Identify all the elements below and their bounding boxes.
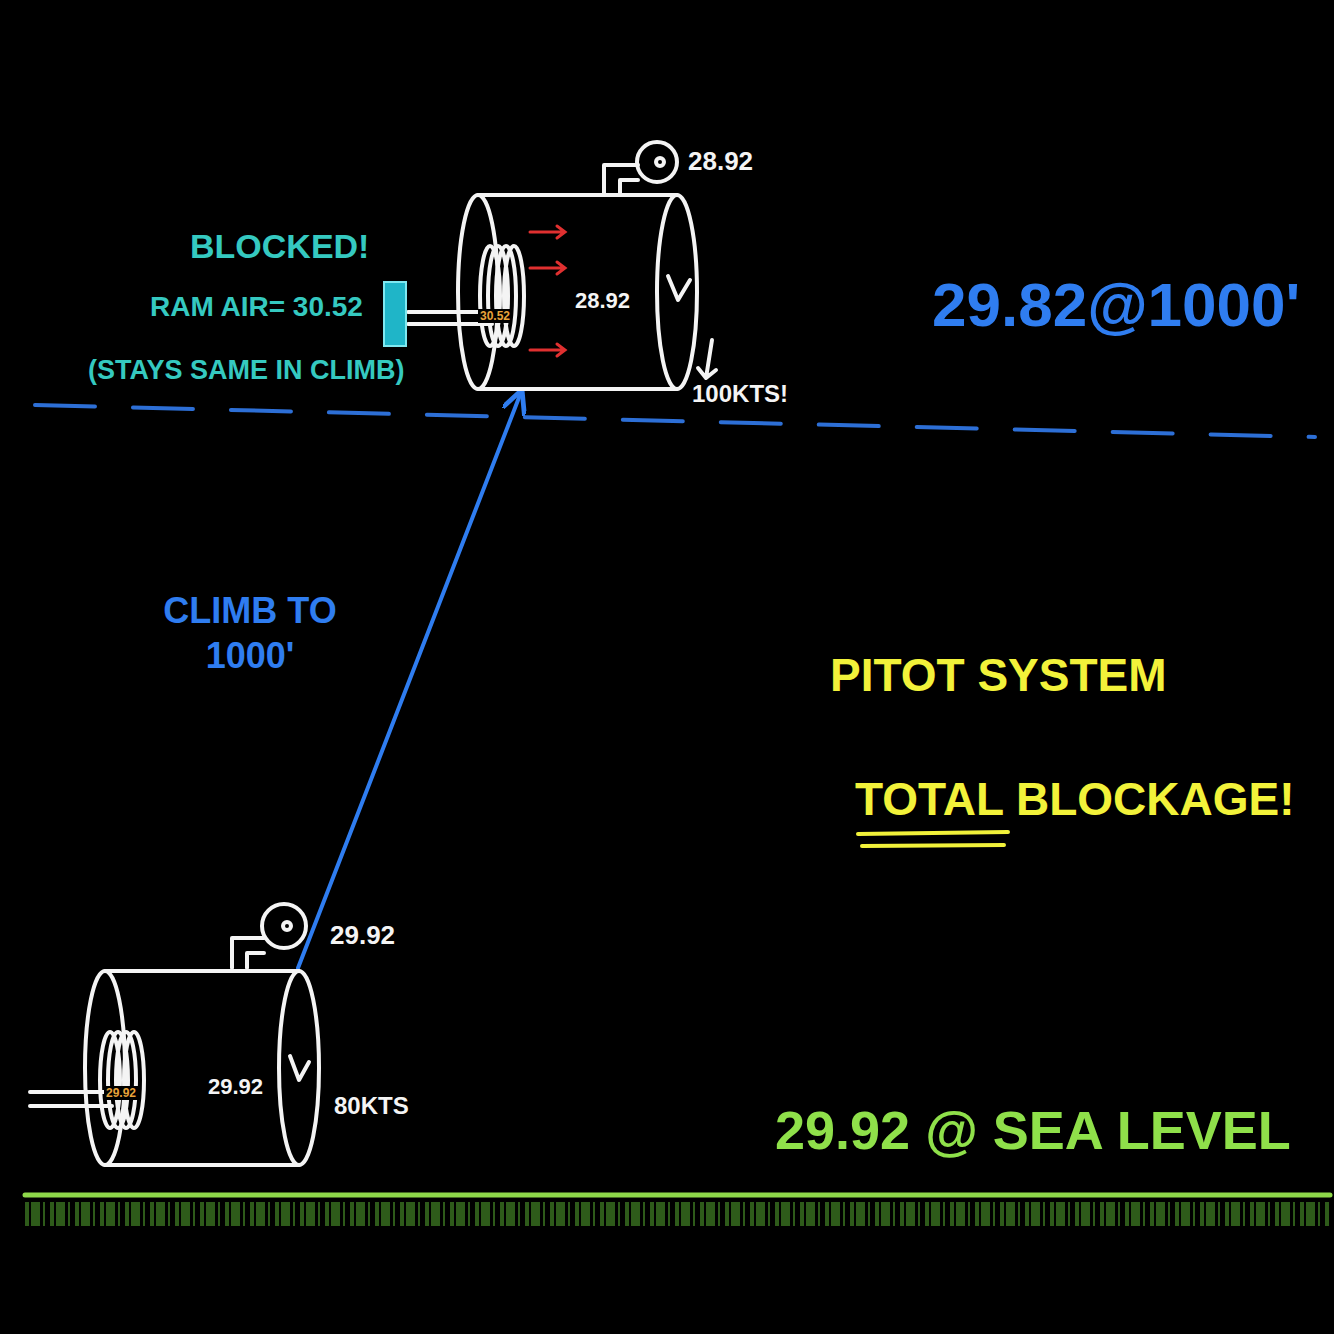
chalk-note: TOTAL BLOCKAGE!	[855, 772, 1295, 827]
pressure-arrow	[530, 226, 565, 238]
chalk-note: RAM AIR= 30.52	[150, 290, 363, 324]
chalk-note: BLOCKED!	[190, 226, 369, 267]
cylinder-outline	[82, 968, 322, 1168]
static-port-dot	[283, 922, 291, 930]
chalk-note: 80KTS	[334, 1092, 409, 1121]
cylinder-side	[478, 195, 677, 389]
pressure-reading: 28.92	[575, 288, 630, 314]
pitot-tube	[30, 1092, 112, 1106]
cylinder	[458, 195, 697, 389]
cylinder	[85, 971, 319, 1165]
cylinder-face	[279, 971, 319, 1165]
cylinder-front	[85, 971, 125, 1165]
chalk-note: (STAYS SAME IN CLIMB)	[88, 354, 405, 386]
blockage	[384, 282, 406, 346]
upper-instrument-details	[408, 142, 716, 378]
static-port	[262, 904, 306, 948]
static-port-pipe	[604, 165, 638, 193]
altitude-line	[35, 405, 1315, 437]
ground-line	[25, 1193, 1330, 1198]
diaphragm-coil	[124, 1032, 144, 1128]
cylinder-front	[458, 195, 498, 389]
chalk-note: 29.92 @ SEA LEVEL	[775, 1098, 1291, 1163]
lower-instrument-details	[30, 904, 309, 1128]
static-port-dot	[656, 158, 664, 166]
pressure-arrow	[530, 262, 565, 274]
cylinder-face	[657, 195, 697, 389]
edge-label: CLIMB TO 1000'	[150, 588, 350, 678]
diaphragm-coil	[504, 246, 524, 346]
static-port-pipe	[232, 938, 264, 968]
chalk-note: 30.52	[478, 309, 512, 323]
airspeed-indicator-case: 28.92	[455, 192, 700, 392]
underline	[858, 832, 1008, 834]
airspeed-indicator-case: 29.92	[82, 968, 322, 1168]
pressure-arrow	[530, 344, 565, 356]
chalk-note: 100KTS!	[692, 380, 788, 409]
grass	[25, 1202, 1330, 1226]
chalk-note: 29.92	[104, 1086, 138, 1100]
needle	[290, 1056, 309, 1080]
pressure-reading: 29.92	[208, 1074, 263, 1100]
chalk-note: 29.92	[330, 920, 395, 951]
needle	[668, 276, 690, 300]
chalk-note: PITOT SYSTEM	[830, 648, 1167, 703]
cylinder-side	[105, 971, 299, 1165]
leader-arrow	[698, 340, 716, 378]
chalk-note: 28.92	[688, 146, 753, 177]
chalk-note: 29.82@1000'	[932, 268, 1300, 342]
pressure-arrows	[530, 226, 565, 356]
climb-arrow	[298, 392, 521, 968]
underline	[862, 845, 1004, 846]
static-port	[637, 142, 677, 182]
